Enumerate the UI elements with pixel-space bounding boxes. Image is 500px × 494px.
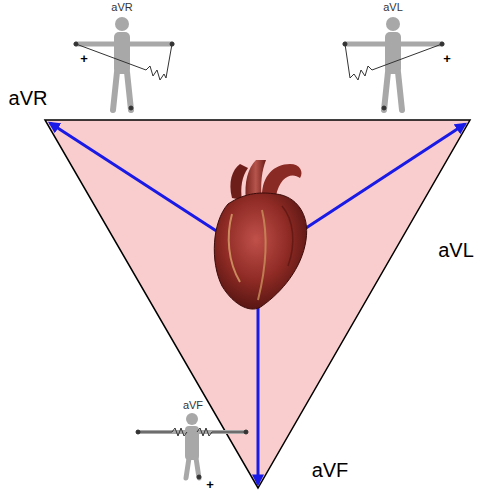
lead-name: aVF [312, 460, 349, 480]
avl-lead-wires [343, 42, 444, 110]
axis-arrow [280, 124, 465, 245]
polarity-sign: + [80, 52, 88, 65]
heart-picture [214, 160, 306, 309]
lead-name-small: aVF [183, 400, 203, 411]
lead-name-small: aVL [383, 2, 403, 13]
avf-lead-wires [136, 428, 248, 479]
avr-lead-wires [74, 42, 174, 110]
lead-triangle [45, 120, 470, 488]
polarity-sign: + [443, 52, 451, 65]
lead-name-small: aVR [111, 2, 132, 13]
lead-name: aVL [438, 240, 474, 260]
avr-body-figure [76, 17, 172, 110]
lead-name: aVR [9, 88, 48, 108]
avf-body-figure [138, 413, 246, 478]
polarity-sign: + [206, 478, 214, 491]
lead-axes [50, 123, 465, 484]
avl-body-figure [345, 17, 442, 110]
axis-arrow [50, 123, 238, 245]
